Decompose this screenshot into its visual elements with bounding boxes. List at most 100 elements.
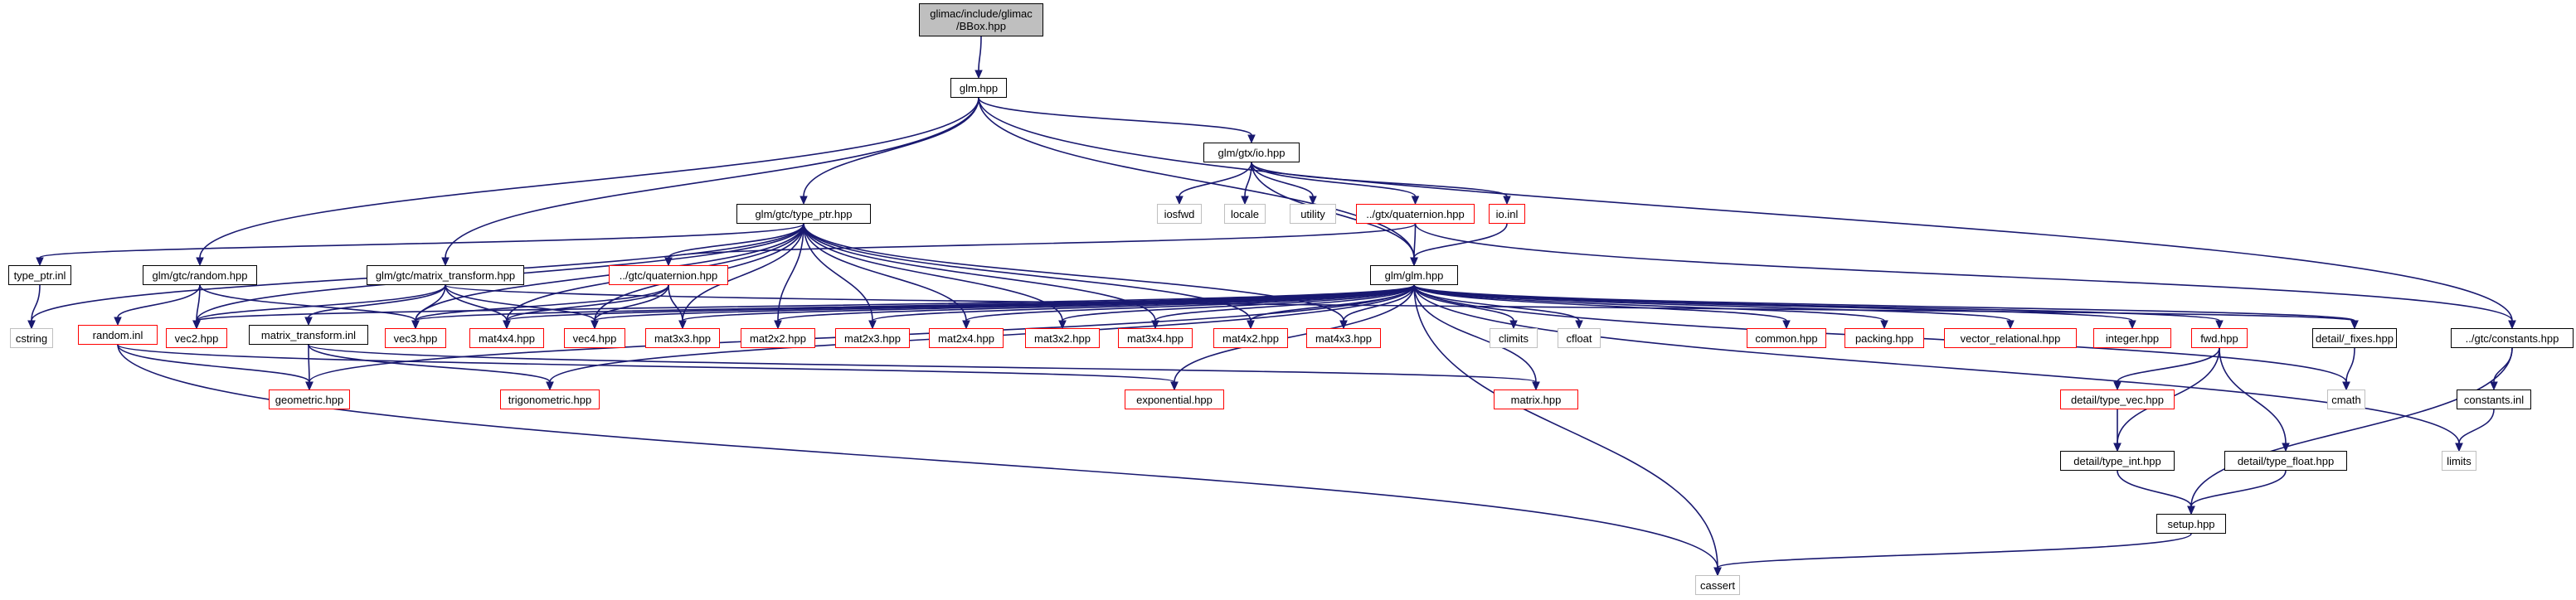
arrowhead-icon: [2187, 506, 2195, 515]
node-type-ptr-inl[interactable]: type_ptr.inl: [8, 265, 71, 285]
edge-type-ptr-to-mat3x3: [682, 223, 804, 322]
node-vec4[interactable]: vec4.hpp: [564, 328, 625, 348]
arrowhead-icon: [114, 317, 122, 327]
node-glm-hpp[interactable]: glm.hpp: [950, 78, 1007, 98]
arrowhead-icon: [774, 320, 782, 330]
arrowhead-icon: [2490, 381, 2498, 391]
node-common[interactable]: common.hpp: [1747, 328, 1826, 348]
arrowhead-icon: [304, 317, 313, 327]
node-mat4x3[interactable]: mat4x3.hpp: [1306, 328, 1381, 348]
node-cstring: cstring: [10, 328, 53, 348]
arrowhead-icon: [441, 257, 450, 267]
node-fixes[interactable]: detail/_fixes.hpp: [2312, 328, 2397, 348]
arrowhead-icon: [1058, 320, 1067, 330]
arrowhead-icon: [196, 257, 204, 267]
node-mat4x2[interactable]: mat4x2.hpp: [1213, 328, 1288, 348]
node-mt-inl[interactable]: matrix_transform.inl: [249, 325, 368, 345]
edge-glm-glm-to-matrix: [1413, 284, 1537, 383]
node-geometric[interactable]: geometric.hpp: [269, 390, 350, 409]
edge-glm-glm-to-exponential: [1174, 284, 1415, 383]
arrowhead-icon: [2215, 320, 2224, 330]
node-fwd[interactable]: fwd.hpp: [2191, 328, 2248, 348]
dependency-edges: [27, 36, 2516, 577]
edge-gtx-io-to-gtx-quat: [1251, 162, 1417, 197]
edge-gtc-quat-to-vec3: [415, 284, 669, 322]
node-gtc-quat[interactable]: ../gtc/quaternion.hpp: [609, 265, 728, 285]
node-vec3[interactable]: vec3.hpp: [385, 328, 446, 348]
node-type-int[interactable]: detail/type_int.hpp: [2060, 451, 2175, 471]
node-integer[interactable]: integer.hpp: [2093, 328, 2171, 348]
node-glm-glm[interactable]: glm/glm.hpp: [1370, 265, 1458, 285]
edge-mt-inl-to-matrix: [308, 344, 1537, 383]
edge-gtx-io-to-iosfwd: [1179, 162, 1252, 197]
arrowhead-icon: [2113, 443, 2122, 452]
edge-type-int-to-setup: [2117, 470, 2192, 507]
arrowhead-icon: [591, 320, 599, 330]
node-matrix[interactable]: matrix.hpp: [1494, 390, 1578, 409]
edge-type-float-to-setup: [2190, 470, 2287, 507]
edge-glm-glm-to-mat2x3: [872, 284, 1415, 322]
arrowhead-icon: [1713, 567, 1722, 577]
edge-gtx-quat-to-gtc-quat: [668, 223, 1417, 259]
arrowhead-icon: [2455, 443, 2463, 452]
arrowhead-icon: [27, 320, 36, 330]
arrowhead-icon: [1241, 196, 1249, 206]
node-gtc-random[interactable]: glm/gtc/random.hpp: [143, 265, 257, 285]
node-type-vec[interactable]: detail/type_vec.hpp: [2060, 390, 2175, 409]
node-locale: locale: [1224, 204, 1266, 224]
node-mat2x3[interactable]: mat2x3.hpp: [835, 328, 910, 348]
node-utility: utility: [1290, 204, 1336, 224]
edge-mt-inl-to-trig: [308, 344, 551, 383]
edge-glm-glm-to-limits: [1413, 284, 2460, 444]
node-const-inl[interactable]: constants.inl: [2457, 390, 2531, 409]
node-gtc-mt[interactable]: glm/gtc/matrix_transform.hpp: [367, 265, 524, 285]
arrowhead-icon: [800, 196, 808, 206]
arrowhead-icon: [192, 320, 201, 330]
node-cfloat: cfloat: [1558, 328, 1601, 348]
edge-glm-glm-to-mat3x2: [1062, 284, 1415, 322]
node-gtx-quat[interactable]: ../gtx/quaternion.hpp: [1356, 204, 1475, 224]
arrowhead-icon: [1503, 196, 1511, 206]
node-gtc-const[interactable]: ../gtc/constants.hpp: [2451, 328, 2574, 348]
node-mat3x3[interactable]: mat3x3.hpp: [645, 328, 720, 348]
node-exponential[interactable]: exponential.hpp: [1125, 390, 1224, 409]
edge-glm-hpp-to-type-ptr: [803, 97, 979, 197]
edge-glm-hpp-to-gtc-random: [199, 97, 979, 259]
arrowhead-icon: [1175, 196, 1184, 206]
edge-random-inl-to-exponential: [117, 344, 1175, 383]
node-climits: climits: [1490, 328, 1538, 348]
node-mat4x4[interactable]: mat4x4.hpp: [469, 328, 544, 348]
node-type-ptr[interactable]: glm/gtc/type_ptr.hpp: [736, 204, 871, 224]
edge-gtx-io-to-io-inl: [1251, 162, 1508, 197]
edge-gtc-random-to-vec2: [196, 284, 201, 322]
edge-glm-glm-to-mat3x3: [682, 284, 1415, 322]
node-vec2[interactable]: vec2.hpp: [166, 328, 227, 348]
edge-glm-glm-to-packing: [1413, 284, 1885, 322]
node-mat3x2[interactable]: mat3x2.hpp: [1025, 328, 1100, 348]
node-io-inl[interactable]: io.inl: [1489, 204, 1525, 224]
edge-fixes-to-cmath: [2345, 347, 2355, 383]
node-mat2x2[interactable]: mat2x2.hpp: [741, 328, 815, 348]
node-setup[interactable]: setup.hpp: [2156, 514, 2226, 534]
node-gtx-io[interactable]: glm/gtx/io.hpp: [1203, 143, 1300, 162]
node-cassert: cassert: [1695, 575, 1740, 595]
node-mat3x4[interactable]: mat3x4.hpp: [1118, 328, 1193, 348]
node-mat2x4[interactable]: mat2x4.hpp: [929, 328, 1004, 348]
edge-gtc-mt-to-vec3: [415, 284, 446, 322]
arrowhead-icon: [2350, 320, 2359, 330]
node-packing[interactable]: packing.hpp: [1845, 328, 1924, 348]
node-random-inl[interactable]: random.inl: [78, 325, 158, 345]
edge-glm-glm-to-fixes: [1413, 284, 2355, 322]
arrowhead-icon: [1575, 320, 1583, 330]
edge-glm-glm-to-mat3x4: [1154, 284, 1415, 322]
node-vecrel[interactable]: vector_relational.hpp: [1944, 328, 2077, 348]
edge-glm-glm-to-vec2: [196, 284, 1415, 322]
node-type-float[interactable]: detail/type_float.hpp: [2224, 451, 2347, 471]
edge-gtc-random-to-random-inl: [117, 284, 201, 318]
node-trig[interactable]: trigonometric.hpp: [500, 390, 600, 409]
edge-gtx-quat-to-glm-glm: [1413, 223, 1417, 259]
edge-type-ptr-inl-to-cstring: [31, 284, 41, 322]
edge-gtc-quat-to-vec4: [594, 284, 669, 322]
edge-glm-glm-to-common: [1413, 284, 1787, 322]
node-cmath: cmath: [2327, 390, 2365, 409]
